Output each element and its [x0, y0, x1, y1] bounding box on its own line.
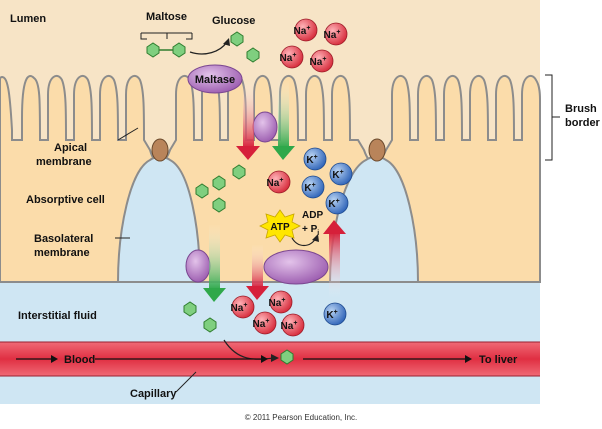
maltose-molecule [140, 32, 193, 58]
svg-text:K+: K+ [332, 169, 343, 181]
capillary-label: Capillary [130, 388, 177, 400]
lumen-label: Lumen [10, 13, 46, 25]
glucose-in-cell [195, 164, 246, 213]
tight-junction-left [151, 138, 169, 162]
svg-text:Na+: Na+ [324, 29, 341, 41]
svg-text:Na+: Na+ [269, 297, 286, 309]
blood-flow-arrowhead-2 [261, 355, 268, 363]
svg-text:K+: K+ [326, 309, 337, 321]
na-entry-arrow [236, 80, 260, 160]
svg-text:K+: K+ [306, 154, 317, 166]
glucose-lumen-2 [246, 47, 260, 63]
brush-border-label-1: Brush [565, 103, 597, 115]
na-glucose-symporter [252, 111, 278, 143]
apical-label-2: membrane [36, 156, 92, 168]
glucose-to-blood-arrowhead [271, 354, 279, 362]
apical-pointer [117, 127, 139, 141]
adp-label: ADP [302, 210, 323, 221]
na-exit-arrow [246, 244, 269, 300]
sodium-ion-cell [267, 170, 291, 194]
blood-label: Blood [64, 354, 95, 366]
na-k-pump [263, 249, 329, 285]
svg-text:Na+: Na+ [294, 25, 311, 37]
blood-flow-arrowhead-1 [51, 355, 58, 363]
atp-label: ATP [270, 222, 290, 233]
brush-border-label-2: border [565, 117, 601, 129]
svg-text:K+: K+ [304, 182, 315, 194]
absorptive-cell-label: Absorptive cell [26, 194, 105, 206]
tight-junction-right [368, 138, 386, 162]
svg-text:K+: K+ [328, 198, 339, 210]
maltose-label: Maltose [146, 11, 187, 23]
to-liver-label: To liver [479, 354, 518, 366]
capillary-pointer [175, 371, 197, 393]
k-entry-arrow [323, 220, 346, 298]
glucose-label: Glucose [212, 15, 255, 27]
sodium-ions-lumen [280, 18, 348, 73]
svg-text:Na+: Na+ [231, 302, 248, 314]
maltase-label: Maltase [195, 74, 235, 86]
blood-flow-arrowhead-3 [465, 355, 472, 363]
copyright-notice: © 2011 Pearson Education, Inc. [245, 413, 357, 422]
glucose-entry-arrow [272, 80, 295, 160]
sodium-ions-interstitial [231, 290, 305, 337]
basolateral-label-2: membrane [34, 247, 90, 259]
svg-text:Na+: Na+ [281, 320, 298, 332]
svg-text:Na+: Na+ [267, 177, 284, 189]
potassium-ions-cell [301, 147, 353, 215]
pi-label: + Pi [302, 224, 319, 237]
maltase-enzyme [187, 64, 243, 94]
hydrolysis-arrowhead [223, 38, 230, 46]
basolateral-label-1: Basolateral [34, 233, 93, 245]
brush-border-bracket [545, 74, 560, 161]
glucose-exit-arrow [203, 224, 226, 302]
atp-hydrolysis-arrowhead [312, 234, 319, 242]
interstitial-fluid-label: Interstitial fluid [18, 310, 97, 322]
glucose-interstitial [183, 301, 217, 333]
glucose-in-blood [280, 349, 294, 365]
glucose-lumen-1 [230, 31, 244, 47]
ion-labels: Na+ Na+ Na+ Na+ Na+ Na+ Na+ Na+ Na+ K+ K… [231, 25, 344, 332]
glucose-to-blood-arrow [223, 339, 276, 360]
glucose-carrier [185, 249, 211, 283]
svg-text:Na+: Na+ [253, 318, 270, 330]
svg-text:Na+: Na+ [280, 52, 297, 64]
lower-interstitial [0, 376, 540, 404]
potassium-ion-interstitial [323, 302, 347, 326]
atp-burst [259, 209, 301, 243]
apical-label-1: Apical [54, 142, 87, 154]
svg-text:Na+: Na+ [310, 56, 327, 68]
